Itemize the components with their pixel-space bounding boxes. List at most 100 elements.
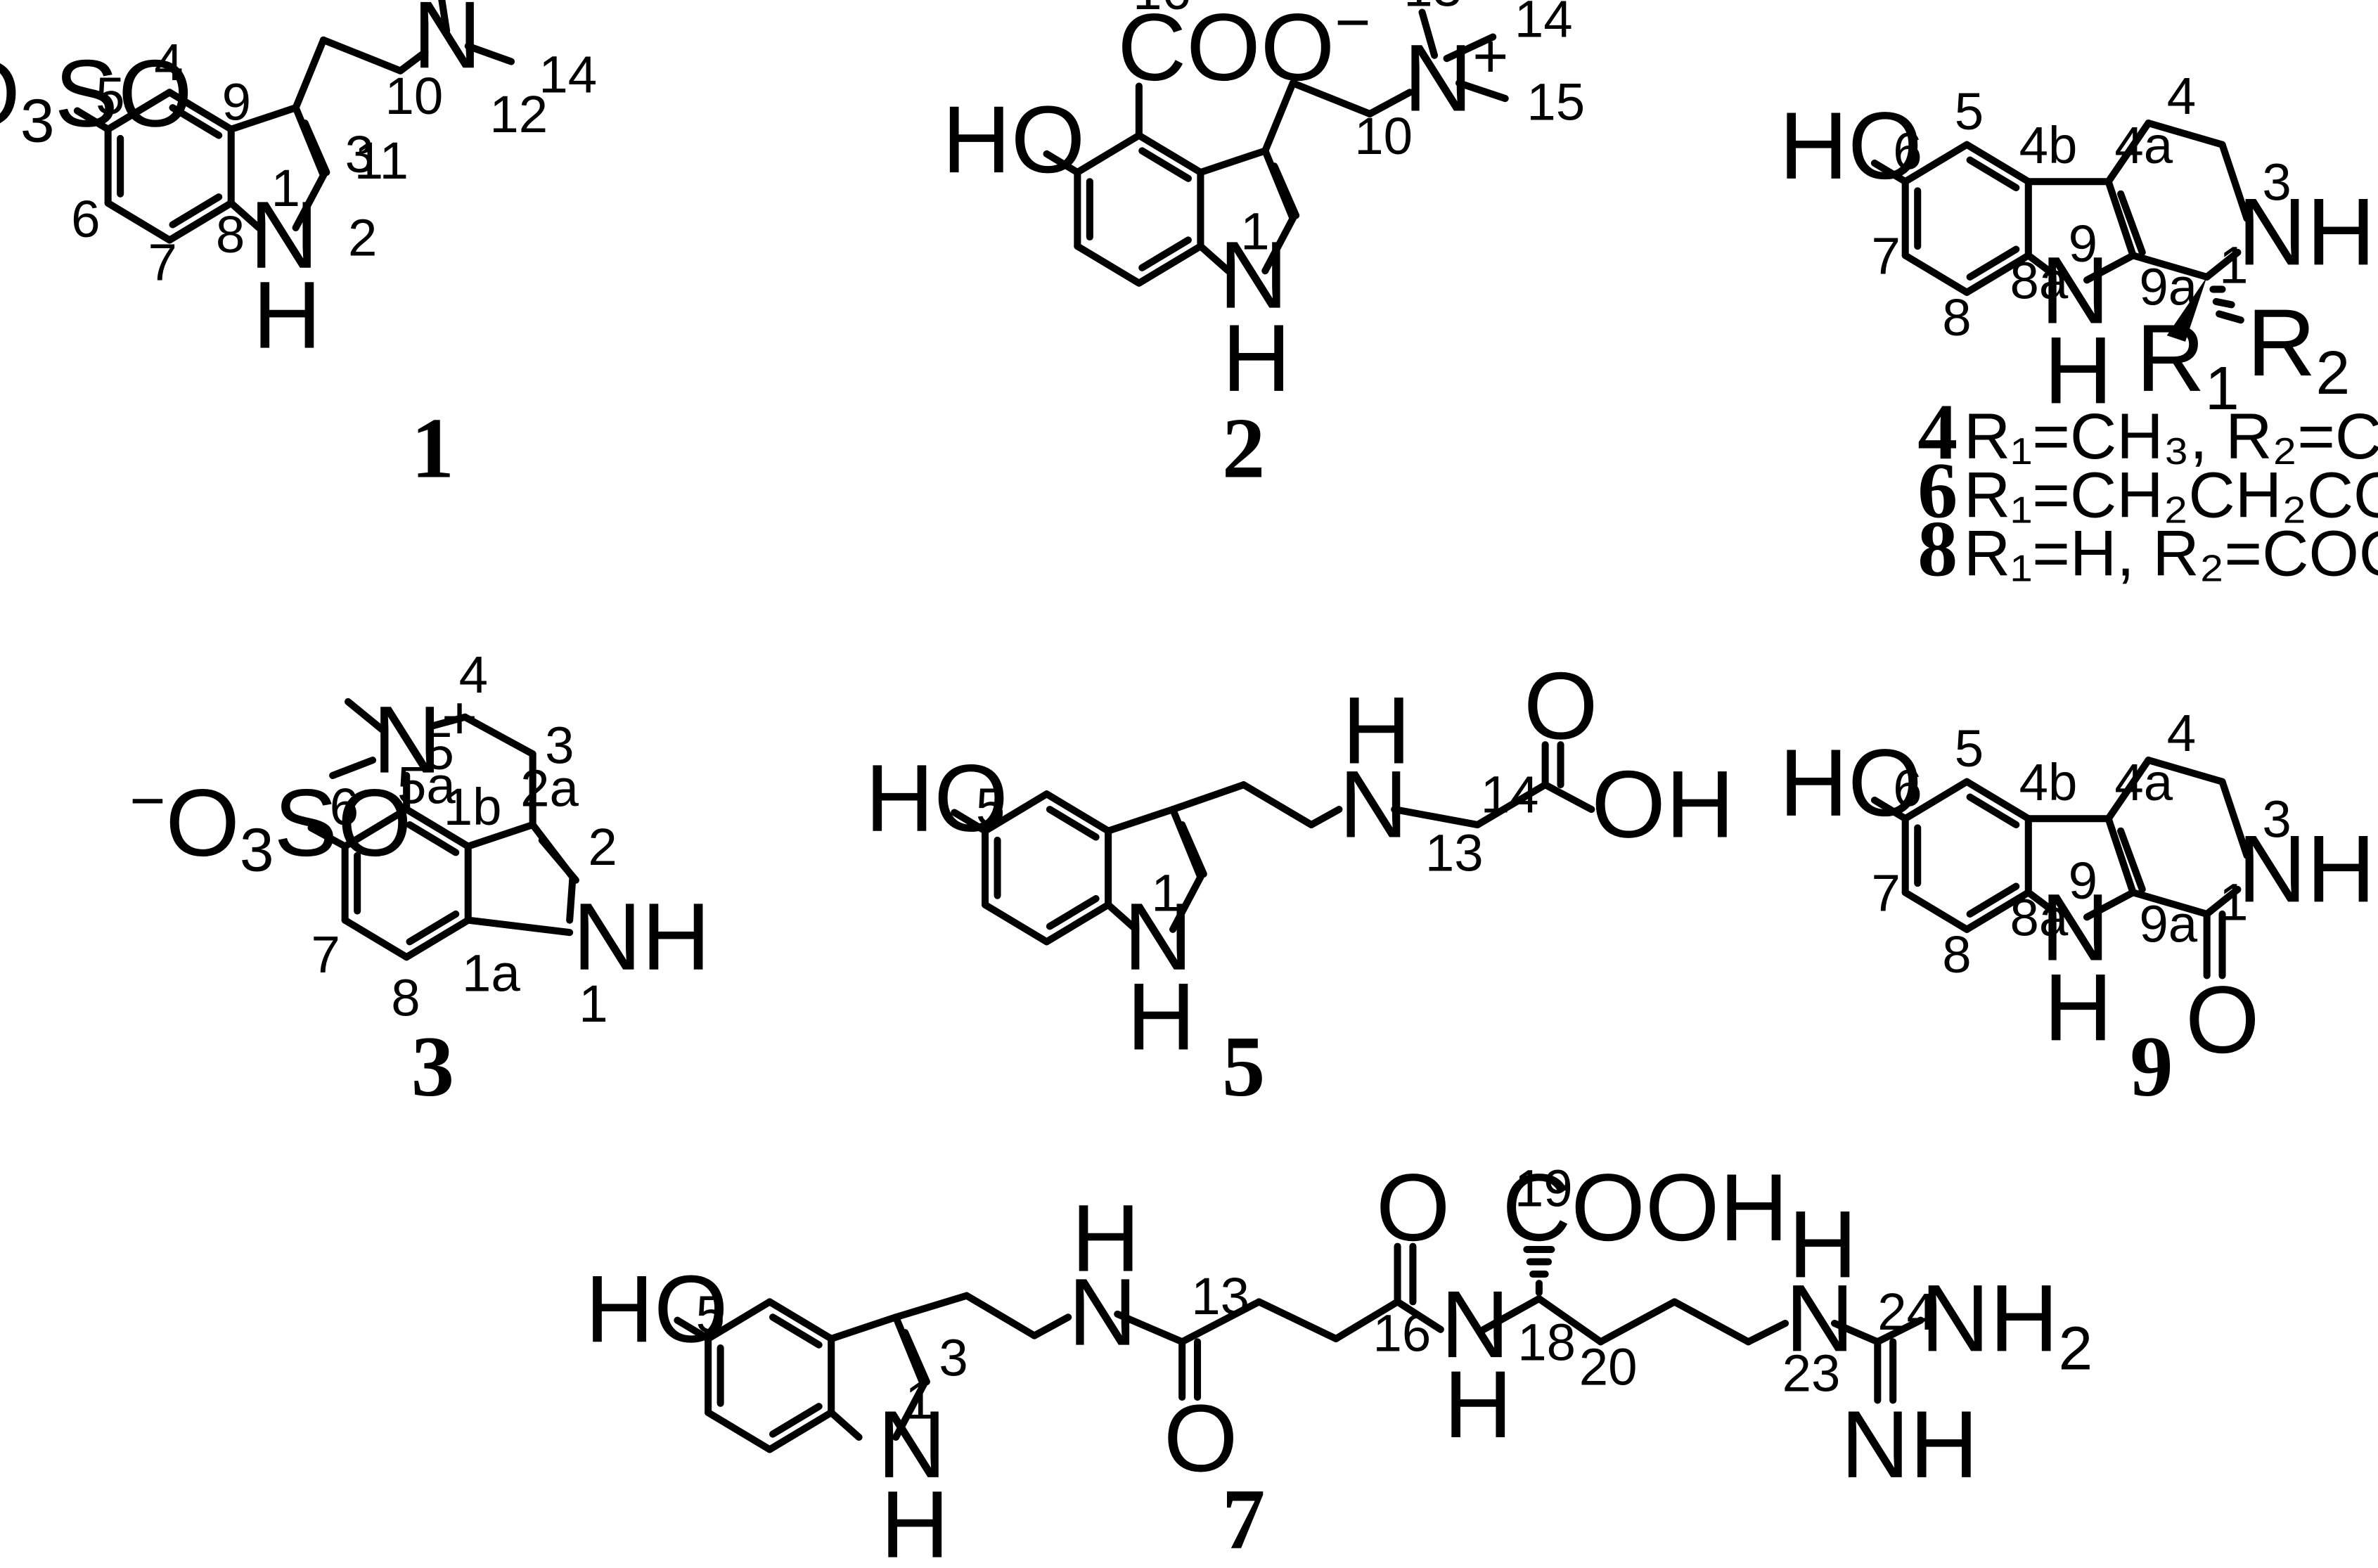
num: 5 [976, 778, 1005, 836]
num: 13 [1403, 0, 1462, 18]
ho-label: HO [1779, 729, 1922, 836]
n5-label: N+ [373, 683, 477, 792]
ho-label: HO [865, 745, 1008, 852]
num: 5a [397, 756, 456, 814]
nh-label: NH [2237, 815, 2375, 922]
num: 16 [1373, 1304, 1432, 1362]
num: 9a [2139, 257, 2197, 316]
num: 5 [696, 1285, 725, 1344]
num: 7 [148, 233, 177, 291]
oh-label: OH [1591, 751, 1735, 858]
num: 10 [385, 67, 444, 125]
n1-label: N [878, 1391, 946, 1498]
num: 4 [2167, 704, 2196, 762]
compound-2-caption: 2 [1222, 400, 1265, 496]
n1-label: N [1124, 883, 1193, 990]
r2-label: R2 [2247, 289, 2351, 407]
r-group-id-6: 6 [1917, 446, 1958, 534]
num: 13 [1191, 1267, 1249, 1325]
num: 14 [1481, 765, 1539, 823]
num: 2 [348, 208, 377, 266]
r-group-id-8: 8 [1917, 504, 1958, 593]
compound-9: HO N H NH O 1 3 4 4a 4b 5 6 7 8 8a 9 9a [1779, 704, 2375, 1073]
compound-4-6-8: HO N H NH R1 R2 1 3 4 4a 4b 5 6 7 8 8a 9… [1779, 67, 2375, 423]
num: 8 [391, 968, 420, 1027]
num: 4 [154, 33, 183, 91]
compound-3-caption: 3 [411, 1019, 454, 1114]
n-plus-label: N+ [1403, 21, 1508, 131]
num: 4b [2019, 116, 2078, 174]
r-group-id-4: 4 [1917, 387, 1958, 476]
num: 13 [1425, 824, 1484, 882]
num: 1 [271, 159, 300, 217]
num: 8 [1942, 925, 1971, 984]
num: 5 [1955, 82, 1984, 141]
r-group-text-6: R₁=CH₂CH₂COOH, R₂=H [1964, 459, 2378, 531]
num: 15 [1527, 73, 1585, 131]
h23-label: H [1788, 1190, 1857, 1297]
num: 10 [1354, 107, 1413, 165]
ho3so-label: HO3SO [0, 39, 193, 155]
num: 4a [2114, 753, 2173, 811]
num: 3 [345, 125, 374, 184]
n9-label: N [2040, 237, 2109, 344]
num: 5 [425, 722, 454, 780]
o3so-label: −O3SO [129, 766, 411, 885]
r-group-text-4: R₁=CH₃, R₂=COOH [1964, 401, 2378, 473]
num: 14 [539, 45, 597, 103]
h1-label: H [880, 1471, 949, 1568]
carbonyl-o-label: O [1524, 652, 1598, 759]
amide-n-label: N [1068, 1259, 1137, 1365]
num: 1 [1151, 864, 1180, 923]
imine-nh-label: NH [1841, 1391, 1979, 1498]
nh-label: NH [573, 883, 711, 990]
num: 2a [520, 759, 579, 818]
num: 3 [2262, 790, 2291, 849]
ho-label: HO [585, 1255, 728, 1362]
num: 9a [2139, 894, 2197, 953]
num: 1 [579, 975, 608, 1033]
num: 8 [216, 205, 245, 264]
compound-5: HO N H N H O OH 1 5 13 14 [865, 652, 1734, 1069]
num: 1 [2219, 236, 2248, 295]
num: 6 [1893, 759, 1922, 818]
h9-label: H [2044, 953, 2113, 1060]
h1-label: H [1126, 963, 1195, 1070]
nh2-label: NH2 [1921, 1264, 2093, 1382]
num: 1a [462, 944, 520, 1002]
num: 20 [1579, 1338, 1638, 1396]
n9-label: N [2040, 874, 2109, 981]
cooh-label: COOH [1502, 1154, 1788, 1261]
num: 7 [1872, 227, 1901, 285]
num: 6 [1893, 122, 1922, 181]
num: 4 [459, 645, 488, 704]
num: 5 [1955, 719, 1984, 778]
num: 11 [354, 131, 409, 190]
nh-h-label: H [1342, 676, 1411, 783]
num: 5 [96, 67, 124, 125]
compound-9-caption: 9 [2130, 1019, 2173, 1114]
num: 9 [2069, 214, 2097, 273]
num: 8a [2010, 889, 2069, 947]
h1-label: H [1222, 304, 1291, 411]
num: 4 [2167, 67, 2196, 125]
num: 8 [1942, 288, 1971, 347]
num: 7 [1872, 864, 1901, 923]
n1-label: N [1219, 221, 1288, 328]
num: 3 [2262, 153, 2291, 211]
ho-label: HO [942, 86, 1086, 193]
num: 1 [905, 1372, 934, 1430]
num: 1 [1240, 203, 1269, 261]
carbonyl-o-label: O [2185, 966, 2260, 1073]
num: 9 [222, 73, 251, 131]
num: 3 [939, 1328, 968, 1387]
num: 1 [2219, 873, 2248, 932]
num: 19 [1515, 1159, 1573, 1218]
num: 3 [545, 716, 574, 774]
num: 6 [71, 190, 100, 248]
num: 6 [330, 778, 359, 836]
num: 7 [311, 925, 340, 984]
compound-1: HO3SO N N H 1 2 3 4 5 6 7 8 9 10 11 12 1… [0, 0, 597, 368]
compound-3: −O3SO N+ NH 1 1a 1b 2 2a 3 4 5 5a 6 7 8 [129, 645, 710, 1033]
nh-label: NH [2237, 178, 2375, 285]
